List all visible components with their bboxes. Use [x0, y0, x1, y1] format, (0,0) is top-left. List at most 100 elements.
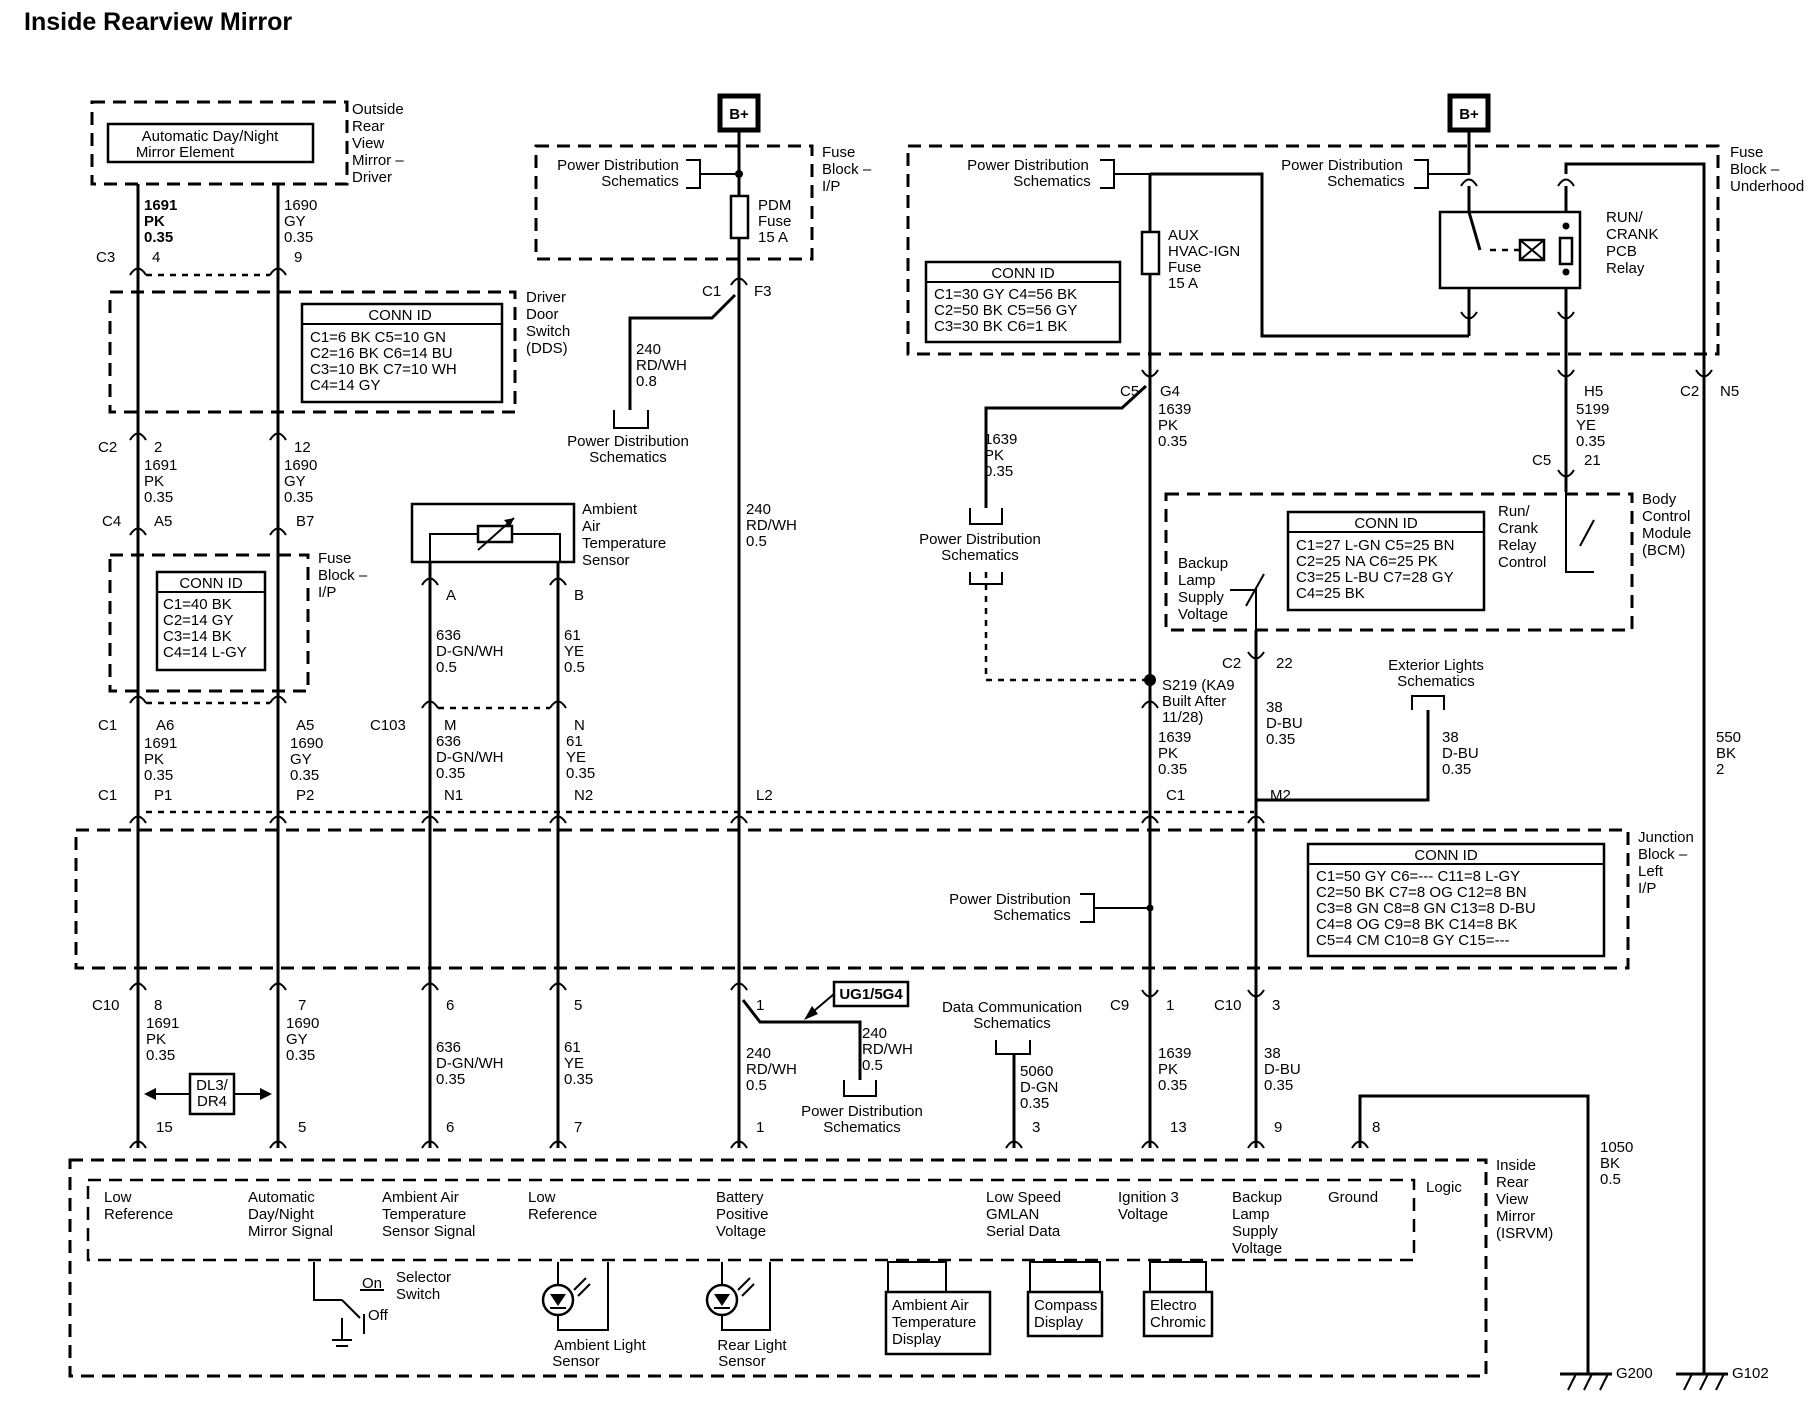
wire-label-1690-top: 1690 GY 0.35 — [284, 197, 317, 246]
pin-desc: Ignition 3 — [1118, 1189, 1179, 1206]
wire-text: 61 — [564, 627, 581, 644]
wire-text: RD/WH — [862, 1041, 913, 1058]
pin-desc: Lamp — [1232, 1206, 1270, 1223]
conn-row: C2=14 GY — [163, 612, 233, 629]
wire-label-1691-top: 1691 PK 0.35 — [144, 197, 177, 246]
display-text: Display — [892, 1331, 942, 1348]
wire-text: 1639 — [1158, 729, 1191, 746]
conn-row: C4=8 OG C9=8 BK C14=8 BK — [1316, 916, 1517, 933]
caption-line: Ambient — [582, 501, 638, 518]
data-comm-text: Data Communication — [942, 999, 1082, 1016]
electrochromic: Electro Chromic — [1142, 1261, 1214, 1338]
wire-text: 1639 — [1158, 1045, 1191, 1062]
wire-text: 0.35 — [1158, 433, 1187, 450]
pds-text: Schematics — [589, 449, 667, 466]
conn-row: C1=50 GY C6=--- C11=8 L-GY — [1316, 868, 1520, 885]
bcm-text: Lamp — [1178, 572, 1216, 589]
mirror-element-line2: Mirror Element — [136, 144, 235, 161]
pds-text: Power Distribution — [967, 157, 1089, 174]
wire-text: 550 — [1716, 729, 1741, 746]
wire-label-1639-b: 1639 PK 0.35 — [984, 431, 1017, 480]
conn-id-title: CONN ID — [1354, 515, 1418, 532]
pds-text: Power Distribution — [567, 433, 689, 450]
wire-text: 38 — [1266, 699, 1283, 716]
bcm-text: Crank — [1498, 520, 1539, 537]
conn-row: C3=10 BK C7=10 WH — [310, 361, 457, 378]
wire-label-636-mid: 636 D-GN/WH 0.35 — [436, 733, 504, 782]
wire-text: 0.35 — [290, 767, 319, 784]
conn-row: C4=25 BK — [1296, 585, 1365, 602]
pin-battery-positive: Battery Positive Voltage — [716, 1189, 769, 1240]
isrvm-module: Logic Inside Rear View Mirror (ISRVM) — [68, 1157, 1553, 1378]
pin-label: G4 — [1160, 383, 1180, 400]
conn-c10: C10 — [92, 997, 120, 1014]
caption-line: Outside — [352, 101, 404, 118]
wire-label-1690-bot: 1690 GY 0.35 — [286, 1015, 319, 1064]
conn-c2: C2 — [1680, 383, 1699, 400]
wire-text: 0.35 — [1576, 433, 1605, 450]
wire-text: YE — [564, 643, 584, 660]
wire-text: 0.35 — [436, 1071, 465, 1088]
conn-c2: C2 — [1222, 655, 1241, 672]
wire-label-240-b: 240 RD/WH 0.5 — [746, 501, 797, 550]
pin-label: 1 — [756, 1119, 764, 1136]
wire-text: 0.35 — [566, 765, 595, 782]
bcm-text: Run/ — [1498, 503, 1531, 520]
pin-label: 6 — [446, 997, 454, 1014]
conn-row: C1=27 L-GN C5=25 BN — [1296, 537, 1454, 554]
wire-text: 0.35 — [144, 489, 173, 506]
relay-text: PCB — [1606, 243, 1637, 260]
wire-text: 240 — [746, 1045, 771, 1062]
caption-line: I/P — [1638, 880, 1656, 897]
wire-label-1690-low: 1690 GY 0.35 — [290, 735, 323, 784]
pin-label: 7 — [574, 1119, 582, 1136]
pin-desc: Serial Data — [986, 1223, 1061, 1240]
pin-desc: Temperature — [382, 1206, 466, 1223]
caption-line: Block – — [822, 161, 872, 178]
caption-line: Door — [526, 306, 559, 323]
wire-text: 0.35 — [1264, 1077, 1293, 1094]
pin-ambient-signal: Ambient Air Temperature Sensor Signal — [382, 1189, 475, 1240]
wire-text: 1690 — [284, 457, 317, 474]
wire-text: GY — [284, 473, 306, 490]
fuse-text: HVAC-IGN — [1168, 243, 1240, 260]
bcm-text: Relay — [1498, 537, 1537, 554]
bcm-text: Control — [1498, 554, 1546, 571]
caption-line: View — [352, 135, 384, 152]
wire-text: 0.35 — [564, 1071, 593, 1088]
conn-row: C1=6 BK C5=10 GN — [310, 329, 446, 346]
sensor-text: Sensor — [552, 1353, 600, 1370]
pin-label: 5 — [574, 997, 582, 1014]
pds-text: Power Distribution — [919, 531, 1041, 548]
fuse-text: AUX — [1168, 227, 1199, 244]
data-comm-text: Schematics — [973, 1015, 1051, 1032]
pin-ground: Ground — [1328, 1189, 1378, 1206]
wire-text: 636 — [436, 733, 461, 750]
pin-desc: Low — [104, 1189, 132, 1206]
caption-line: (DDS) — [526, 340, 568, 357]
pin-label: 15 — [156, 1119, 173, 1136]
selector-switch: On Off Selector Switch — [313, 1262, 451, 1347]
conn-row: C2=16 BK C6=14 BU — [310, 345, 453, 362]
wire-text: 0.5 — [436, 659, 457, 676]
conn-row: C3=8 GN C8=8 GN C13=8 D-BU — [1316, 900, 1536, 917]
conn-row: C4=14 L-GY — [163, 644, 247, 661]
conn-c1: C1 — [1166, 787, 1185, 804]
body-control-module: CONN ID C1=27 L-GN C5=25 BN C2=25 NA C6=… — [1164, 491, 1691, 632]
pin-label: 3 — [1272, 997, 1280, 1014]
pin-label: 8 — [1372, 1119, 1380, 1136]
pin-desc: Mirror Signal — [248, 1223, 333, 1240]
conn-c5: C5 — [1120, 383, 1139, 400]
junction-block: Power Distribution Schematics CONN ID C1… — [74, 828, 1694, 970]
wire-text: 0.5 — [564, 659, 585, 676]
compass-display: Compass Display — [1026, 1261, 1104, 1338]
pin-ignition-3: Ignition 3 Voltage — [1118, 1189, 1179, 1223]
display-text: Chromic — [1150, 1314, 1206, 1331]
caption-line: Inside — [1496, 1157, 1536, 1174]
ground-label: G200 — [1616, 1365, 1653, 1382]
wire-label-38-a: 38 D-BU 0.35 — [1266, 699, 1303, 748]
data-comm-wire: Data Communication Schematics — [942, 999, 1082, 1149]
wire-label-61-top: 61 YE 0.5 — [564, 627, 585, 676]
caption-line: Block – — [1638, 846, 1688, 863]
switch-off-label: Off — [368, 1307, 389, 1324]
